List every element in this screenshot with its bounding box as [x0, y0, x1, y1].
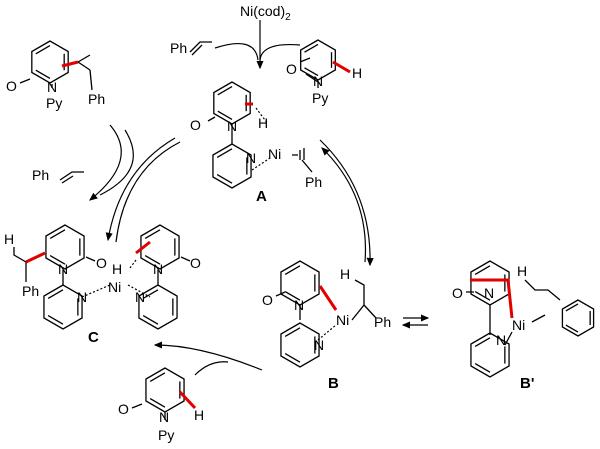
double-bond: [474, 291, 491, 301]
a-ni: Ni: [268, 146, 281, 162]
ring: [212, 143, 252, 189]
double-bond: [304, 43, 319, 53]
c-ni: Ni: [108, 279, 121, 295]
c-n-right: N: [153, 261, 163, 277]
top-substrate-py: Py: [312, 90, 328, 106]
b-n2: N: [314, 337, 324, 353]
left-styrene-ph: Ph: [32, 167, 49, 183]
a-o: O: [190, 117, 201, 133]
ring: [43, 284, 83, 330]
bottom-substrate-n: N: [159, 409, 169, 425]
double-bond: [284, 353, 301, 363]
double-bond: [284, 265, 301, 275]
double-bond: [142, 289, 159, 299]
bonds: [13, 41, 561, 420]
double-bond: [49, 255, 66, 265]
ring: [45, 224, 85, 270]
double-bond: [304, 67, 319, 77]
double-bond: [216, 174, 233, 184]
c-n-py-right: N: [135, 289, 145, 305]
reaction-arrows: [89, 20, 430, 376]
label-b: B: [328, 375, 339, 392]
double-bond: [47, 289, 64, 299]
label-c: C: [88, 329, 99, 346]
ring: [280, 322, 320, 368]
double-bond: [144, 255, 161, 265]
double-bond: [47, 315, 64, 325]
ring-bonds: [31, 39, 595, 413]
c-ph: Ph: [22, 283, 39, 299]
double-bond: [35, 45, 51, 55]
ring: [470, 332, 510, 378]
label-b-prime: B': [520, 375, 534, 392]
ring: [138, 284, 178, 330]
c-h2: H: [112, 261, 122, 277]
top-substrate-h: H: [352, 65, 362, 81]
b-o: O: [262, 292, 273, 308]
bp-ni: Ni: [512, 317, 525, 333]
bp-n1: N: [484, 285, 494, 301]
double-bond: [144, 229, 161, 239]
a-h: H: [258, 115, 268, 131]
c-n: N: [58, 261, 68, 277]
double-bond: [565, 303, 579, 312]
bottom-substrate-h: H: [194, 407, 204, 423]
bottom-substrate-o: O: [118, 401, 129, 417]
c-o1: O: [96, 255, 107, 271]
top-substrate-o: O: [286, 61, 297, 77]
bp-h: H: [517, 263, 527, 279]
double-bond: [216, 148, 233, 158]
b-ni: Ni: [336, 312, 349, 328]
c-n-py-left: N: [77, 289, 87, 305]
double-bond: [284, 291, 301, 301]
styrene-ph-top: Ph: [170, 40, 187, 56]
double-bond: [149, 372, 166, 382]
b-n1: N: [294, 297, 304, 313]
c-o2: O: [190, 255, 201, 271]
ring: [145, 367, 185, 413]
ring: [31, 40, 69, 84]
bottom-substrate-py: Py: [158, 427, 174, 443]
a-ph: Ph: [305, 174, 322, 190]
ring: [561, 299, 595, 337]
b-ph: Ph: [374, 314, 391, 330]
c-h1: H: [4, 231, 14, 247]
product-n: N: [47, 79, 57, 95]
double-bond: [149, 398, 166, 408]
bp-o: O: [452, 285, 463, 301]
product-py: Py: [46, 95, 62, 111]
a-n2: N: [246, 150, 256, 166]
double-bond: [35, 69, 51, 79]
double-bond: [474, 265, 491, 275]
double-bond: [565, 324, 579, 333]
double-bond: [217, 86, 233, 96]
double-bond: [474, 337, 491, 347]
product-ph: Ph: [88, 91, 105, 107]
label-a: A: [256, 188, 267, 205]
double-bond: [474, 363, 491, 373]
b-h: H: [340, 266, 350, 282]
ring: [140, 224, 180, 270]
ring: [300, 39, 336, 81]
double-bond: [217, 110, 233, 120]
bp-n2: N: [496, 332, 506, 348]
catalyst-label: Ni(cod)2: [240, 3, 291, 23]
double-bond: [49, 229, 66, 239]
top-substrate-n: N: [313, 73, 323, 89]
double-bond: [284, 327, 301, 337]
product-o: O: [6, 78, 17, 94]
a-n1: N: [227, 118, 237, 134]
double-bond: [142, 315, 159, 325]
